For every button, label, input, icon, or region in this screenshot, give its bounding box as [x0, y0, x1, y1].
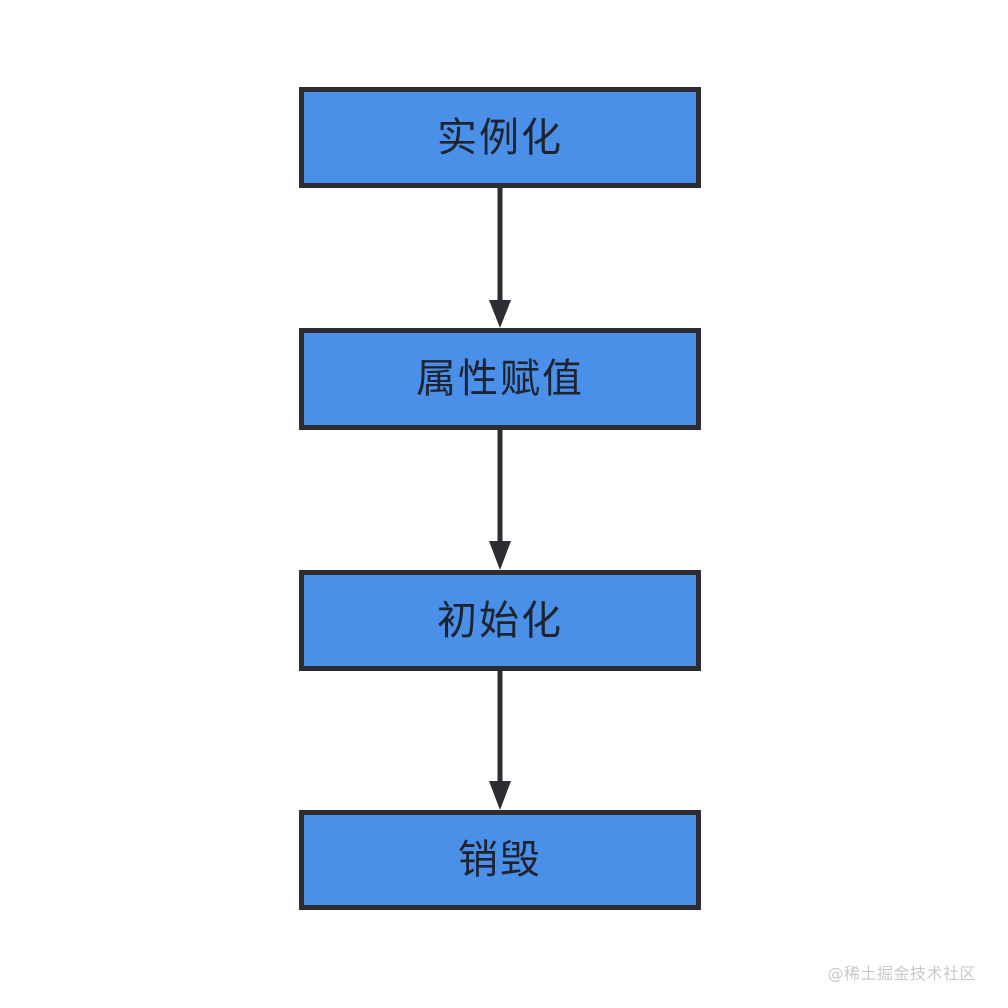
- flow-node-label: 实例化: [437, 114, 563, 161]
- flow-node-initialize[interactable]: 初始化: [299, 570, 701, 671]
- flow-node-populate-properties[interactable]: 属性赋值: [299, 328, 701, 430]
- watermark-text: @稀土掘金技术社区: [827, 964, 976, 983]
- edge-populate-to-initialize: [489, 430, 511, 570]
- edge-instantiate-to-populate: [489, 188, 511, 328]
- flow-node-instantiate[interactable]: 实例化: [299, 87, 701, 188]
- flow-node-label: 销毁: [458, 837, 542, 883]
- flow-node-destroy[interactable]: 销毁: [299, 810, 701, 910]
- edge-initialize-to-destroy: [489, 671, 511, 810]
- flow-node-label: 属性赋值: [416, 356, 584, 402]
- flow-node-label: 初始化: [437, 597, 563, 644]
